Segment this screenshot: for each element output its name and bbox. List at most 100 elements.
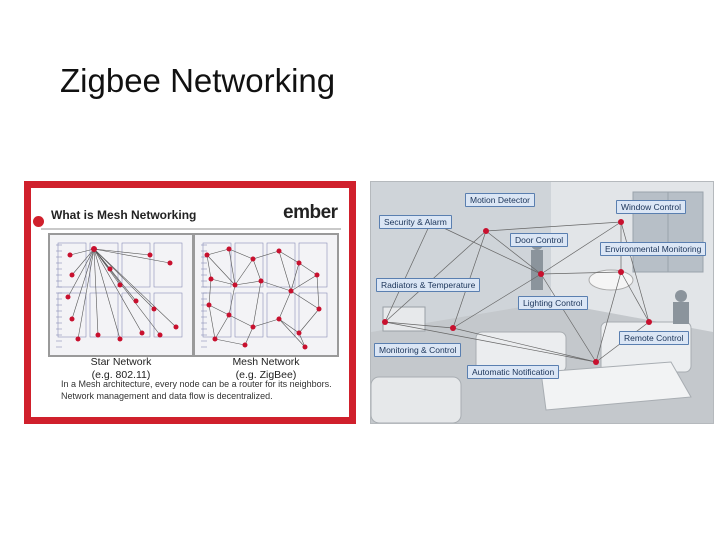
star-node: [151, 306, 157, 312]
mesh-link: [228, 248, 236, 286]
star-link: [93, 248, 143, 334]
label-remote-control: Remote Control: [619, 331, 689, 345]
label-monitoring-control: Monitoring & Control: [374, 343, 462, 357]
mesh-node: [316, 306, 322, 312]
mesh-node: [302, 344, 308, 350]
star-node: [157, 332, 163, 338]
star-node: [139, 330, 145, 336]
star-link: [93, 248, 171, 264]
star-link: [93, 248, 111, 270]
star-node: [133, 298, 139, 304]
star-network-example: (e.g. 802.11): [91, 369, 151, 381]
star-network-label: Star Network: [90, 356, 152, 368]
mesh-networking-image: What is Mesh Networking ember Star Netwo…: [24, 181, 356, 424]
mesh-node: [258, 278, 264, 284]
star-network-diagram: [48, 233, 194, 357]
mesh-link: [298, 308, 320, 334]
heading-divider: [41, 228, 341, 230]
star-node: [173, 324, 179, 330]
mesh-link: [228, 314, 254, 328]
mesh-link: [214, 314, 230, 340]
star-node: [147, 252, 153, 258]
mesh-link: [290, 262, 300, 292]
star-node: [167, 260, 173, 266]
mesh-link: [234, 258, 254, 286]
mesh-link: [210, 278, 236, 286]
star-link: [93, 248, 121, 340]
star-node: [69, 272, 75, 278]
star-link: [69, 248, 95, 256]
mesh-link: [252, 318, 280, 328]
mesh-link: [252, 280, 262, 328]
label-door-control: Door Control: [510, 233, 569, 247]
mesh-link: [290, 290, 320, 310]
mesh-link: [208, 304, 230, 316]
mesh-node: [242, 342, 248, 348]
mesh-link: [278, 250, 300, 264]
mesh-network-example: (e.g. ZigBee): [235, 369, 297, 381]
star-link: [93, 248, 161, 336]
mesh-node: [212, 336, 218, 342]
mesh-link: [278, 318, 306, 348]
mesh-node: [250, 324, 256, 330]
mesh-link: [208, 304, 216, 340]
star-node: [95, 332, 101, 338]
mesh-node: [204, 252, 210, 258]
mesh-link: [228, 248, 254, 260]
mesh-node: [276, 316, 282, 322]
mesh-node: [232, 282, 238, 288]
mesh-node: [208, 276, 214, 282]
label-automatic-notification: Automatic Notification: [467, 365, 560, 379]
label-lighting-control: Lighting Control: [518, 296, 588, 310]
home-automation-image: Motion Detector Window Control Security …: [370, 181, 714, 424]
mesh-link: [206, 254, 212, 280]
mesh-heading: What is Mesh Networking: [51, 208, 197, 222]
mesh-node: [314, 272, 320, 278]
star-link: [71, 248, 95, 320]
label-motion-detector: Motion Detector: [465, 193, 535, 207]
mesh-link: [278, 250, 292, 292]
ember-logo: ember: [283, 202, 338, 223]
label-radiators-temperature: Radiators & Temperature: [376, 278, 481, 292]
floorplan: [56, 242, 183, 348]
mesh-link: [206, 248, 230, 256]
star-node: [75, 336, 81, 342]
mesh-description: In a Mesh architecture, every node can b…: [61, 379, 332, 401]
slide-title: Zigbee Networking: [60, 62, 336, 99]
mesh-networking-slide: What is Mesh Networking ember Star Netwo…: [31, 188, 349, 417]
mesh-link: [234, 280, 262, 286]
star-node: [117, 282, 123, 288]
mesh-link: [252, 250, 280, 260]
mesh-node: [206, 302, 212, 308]
star-network-graph: [56, 242, 183, 348]
mesh-link: [290, 274, 318, 292]
mesh-link: [316, 274, 320, 310]
mesh-node: [296, 330, 302, 336]
mesh-link: [244, 326, 254, 346]
star-link: [93, 248, 121, 286]
mesh-network-graph: [201, 242, 328, 350]
star-link: [67, 248, 95, 298]
mesh-node: [288, 288, 294, 294]
mesh-link: [260, 280, 292, 292]
star-link: [93, 248, 99, 336]
star-link: [93, 248, 155, 310]
star-node: [107, 266, 113, 272]
star-link: [93, 248, 177, 328]
mesh-link: [298, 332, 306, 348]
star-node: [65, 294, 71, 300]
label-window-control: Window Control: [616, 200, 686, 214]
star-link: [93, 248, 151, 256]
star-hub-node: [91, 246, 97, 252]
star-node: [69, 316, 75, 322]
mesh-node: [276, 248, 282, 254]
star-node: [67, 252, 73, 258]
star-link: [71, 248, 95, 276]
mesh-network-diagram: [193, 233, 339, 357]
mesh-link: [228, 284, 236, 316]
mesh-network-label: Mesh Network: [232, 356, 300, 368]
floorplan: [201, 242, 328, 348]
mesh-node: [226, 246, 232, 252]
mesh-node: [296, 260, 302, 266]
red-bullet-dot: [33, 216, 44, 227]
